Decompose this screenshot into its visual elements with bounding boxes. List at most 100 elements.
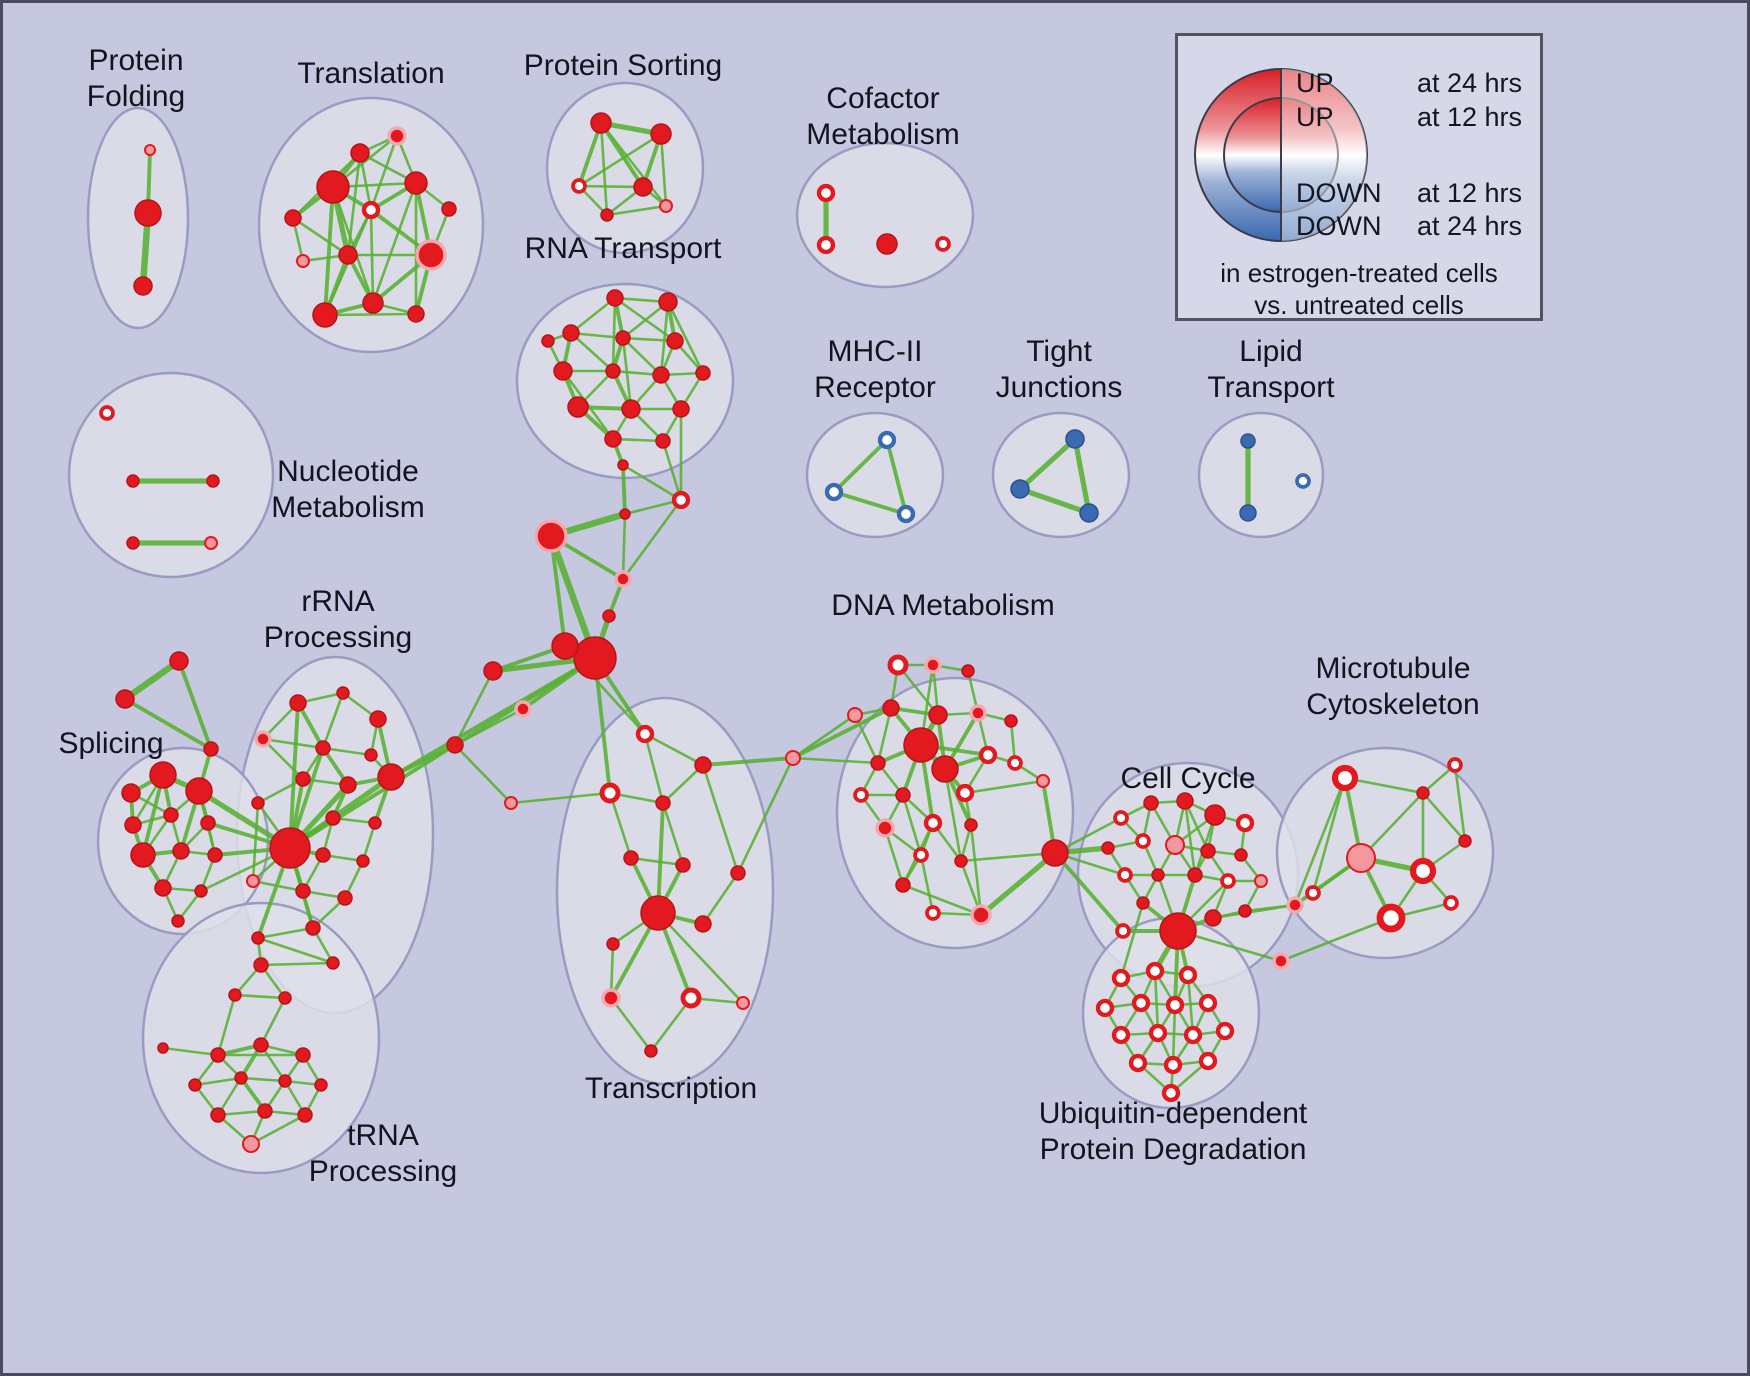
edge: [661, 801, 685, 867]
edge: [1183, 799, 1210, 853]
legend-row-up-12: UP at 12 hrs: [1296, 102, 1522, 132]
edge: [701, 871, 740, 926]
edge: [216, 993, 237, 1057]
legend-box: UP at 24 hrs UP at 12 hrs DOWN at 12 hrs…: [1175, 33, 1543, 321]
node: [251, 931, 265, 945]
node: [635, 724, 655, 744]
node: [185, 777, 213, 805]
node: [655, 433, 671, 449]
node: [144, 144, 156, 156]
node: [1198, 993, 1218, 1013]
node: [169, 651, 189, 671]
edge: [1343, 776, 1425, 795]
edge: [649, 996, 693, 1053]
node: [1305, 885, 1321, 901]
node: [289, 694, 307, 712]
node: [210, 1047, 226, 1063]
cluster-lipid-transport: [1197, 411, 1325, 539]
edge: [261, 737, 325, 750]
edge: [256, 777, 305, 805]
edge: [885, 438, 908, 516]
legend-direction-label: DOWN: [1296, 211, 1382, 241]
node: [1079, 503, 1099, 523]
node: [296, 254, 310, 268]
node: [242, 1135, 260, 1153]
node: [935, 236, 951, 252]
edge: [656, 801, 665, 915]
node: [234, 1071, 248, 1085]
node: [99, 405, 115, 421]
node: [736, 996, 750, 1010]
node: [1151, 868, 1165, 882]
edge: [569, 296, 617, 335]
node: [652, 366, 670, 384]
node: [553, 361, 573, 381]
edge: [736, 756, 795, 875]
node: [297, 1107, 313, 1123]
node: [246, 874, 260, 888]
cluster-rna-transport: [515, 282, 735, 480]
cluster-label-rna-transport: RNA Transport: [525, 232, 722, 265]
node: [1187, 867, 1203, 883]
node: [369, 710, 387, 728]
node: [377, 763, 405, 791]
node: [601, 988, 621, 1008]
edge: [1293, 776, 1347, 907]
edge: [453, 743, 513, 805]
node: [415, 239, 447, 271]
node: [644, 1044, 658, 1058]
legend-row-up-24: UP at 24 hrs: [1296, 68, 1522, 98]
node: [1095, 998, 1115, 1018]
node: [924, 656, 942, 674]
cluster-cofactor-metabolism: [795, 141, 975, 289]
edge: [161, 1046, 220, 1057]
node: [305, 920, 321, 936]
node: [1331, 764, 1359, 792]
edge: [323, 312, 418, 317]
cluster-label-protein-sorting: Protein Sorting: [524, 49, 722, 82]
node: [650, 123, 672, 145]
cluster-label-lipid-transport: Lipid: [1239, 335, 1302, 368]
edge: [569, 331, 615, 373]
node: [171, 914, 185, 928]
node: [350, 143, 370, 163]
node: [130, 842, 156, 868]
node: [361, 200, 381, 220]
node: [1131, 993, 1151, 1013]
edge: [369, 134, 399, 212]
node: [602, 609, 616, 623]
legend-right-half-fade: [1281, 69, 1367, 241]
edge: [1072, 436, 1092, 516]
cluster-label-translation: Translation: [297, 57, 444, 90]
cluster-label-mhc-ii-receptor: Receptor: [814, 371, 936, 404]
edge: [1053, 851, 1125, 933]
cluster-transcription: [555, 696, 775, 1086]
edge: [959, 851, 1057, 863]
node: [1101, 841, 1115, 855]
edge: [832, 438, 889, 494]
node: [599, 782, 621, 804]
legend-updown-glyph: [1194, 68, 1368, 242]
node: [1235, 813, 1255, 833]
node: [877, 430, 897, 450]
edge: [291, 216, 350, 257]
node: [571, 178, 587, 194]
node: [896, 504, 916, 524]
node: [326, 956, 340, 970]
node: [315, 740, 331, 756]
edge: [643, 732, 665, 805]
edge: [621, 336, 633, 411]
node: [188, 1078, 202, 1092]
node: [1458, 834, 1472, 848]
node: [483, 661, 503, 681]
node: [1443, 895, 1459, 911]
node: [1204, 804, 1226, 826]
node: [928, 705, 948, 725]
node: [964, 818, 978, 832]
node: [364, 748, 378, 762]
edge: [389, 656, 597, 779]
node: [680, 987, 702, 1009]
node: [816, 183, 836, 203]
node: [1111, 1025, 1131, 1045]
node: [605, 363, 621, 379]
